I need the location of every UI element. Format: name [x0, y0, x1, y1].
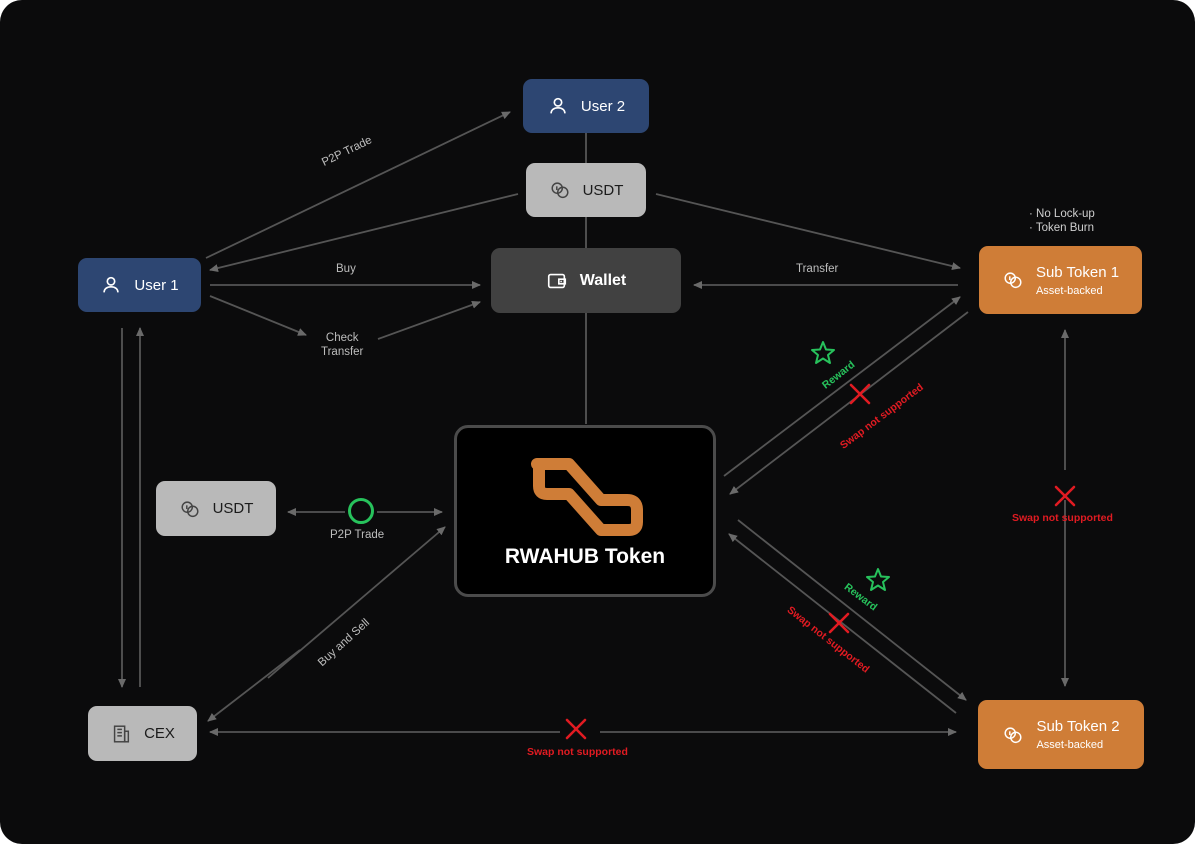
sub-token-1-subtitle: Asset-backed [1035, 284, 1103, 297]
label-swap-bottom: Swap not supported [527, 746, 628, 758]
user1-node[interactable]: User 1 [78, 258, 201, 312]
arrow-sub2-token [728, 533, 957, 714]
unsupported-icon-2 [828, 612, 850, 634]
unsupported-icon-bottom [565, 718, 587, 740]
building-icon [113, 724, 130, 743]
label-check-transfer: Check Transfer [321, 332, 364, 358]
user2-node[interactable]: User 2 [523, 79, 649, 133]
wallet-node[interactable]: Wallet [491, 248, 681, 313]
sub-token-2-subtitle: Asset-backed [1036, 739, 1104, 751]
arrow-check-transfer [209, 295, 307, 336]
usdt-left-label: USDT [212, 500, 254, 517]
rwahub-token-title: RWAHUB Token [504, 545, 666, 568]
note-token-burn: · Token Burn [1029, 222, 1094, 234]
user-icon [103, 276, 120, 293]
coins-icon [551, 182, 569, 199]
reward-star-icon-2 [866, 568, 890, 591]
usdt-left-node[interactable]: USDT [156, 481, 276, 536]
label-buy: Buy [336, 263, 356, 275]
reward-star-icon-1 [811, 341, 835, 364]
unsupported-icon-vertical [1054, 485, 1076, 507]
arrow-check-transfer-2 [377, 300, 481, 340]
label-p2p-trade-mid: P2P Trade [330, 529, 385, 541]
sub-token-2-title: Sub Token 2 [1036, 718, 1120, 735]
coins-icon [1004, 272, 1022, 289]
cex-label: CEX [144, 725, 175, 742]
rwahub-token-node[interactable]: RWAHUB Token [454, 425, 716, 597]
arrow-buy-sell-up [267, 526, 446, 679]
rwahub-logo [531, 458, 643, 536]
arrow-sub1-token [729, 311, 969, 495]
user2-label: User 2 [580, 97, 626, 115]
user-icon [550, 97, 566, 114]
label-transfer: Transfer [796, 263, 839, 275]
coins-icon [181, 500, 199, 517]
arrow-usdt-user1 [209, 193, 519, 272]
usdt-top-node[interactable]: USDT [526, 163, 646, 217]
sub-token-1-title: Sub Token 1 [1035, 263, 1120, 281]
sub-token-1-notes: · No Lock-up · Token Burn [1029, 207, 1095, 235]
label-swap-vertical: Swap not supported [1012, 512, 1113, 524]
cex-node[interactable]: CEX [88, 706, 197, 761]
coins-icon [1004, 726, 1022, 743]
sub-token-1-node[interactable]: Sub Token 1 Asset-backed [979, 246, 1142, 314]
sub-token-2-node[interactable]: Sub Token 2 Asset-backed [978, 700, 1144, 769]
arrow-usdt-sub1 [655, 193, 961, 270]
note-no-lockup: · No Lock-up [1029, 208, 1095, 220]
wallet-label: Wallet [579, 271, 627, 289]
arrow-user1-user2 [205, 111, 511, 259]
user1-label: User 1 [134, 276, 179, 294]
unsupported-icon-1 [849, 383, 871, 405]
wallet-icon [547, 273, 566, 288]
p2p-supported-icon [348, 498, 374, 524]
usdt-top-label: USDT [582, 181, 624, 199]
arrow-buy-sell-down [207, 649, 301, 722]
arrow-token-sub2 [737, 519, 967, 701]
arrow-token-sub1 [723, 296, 961, 477]
